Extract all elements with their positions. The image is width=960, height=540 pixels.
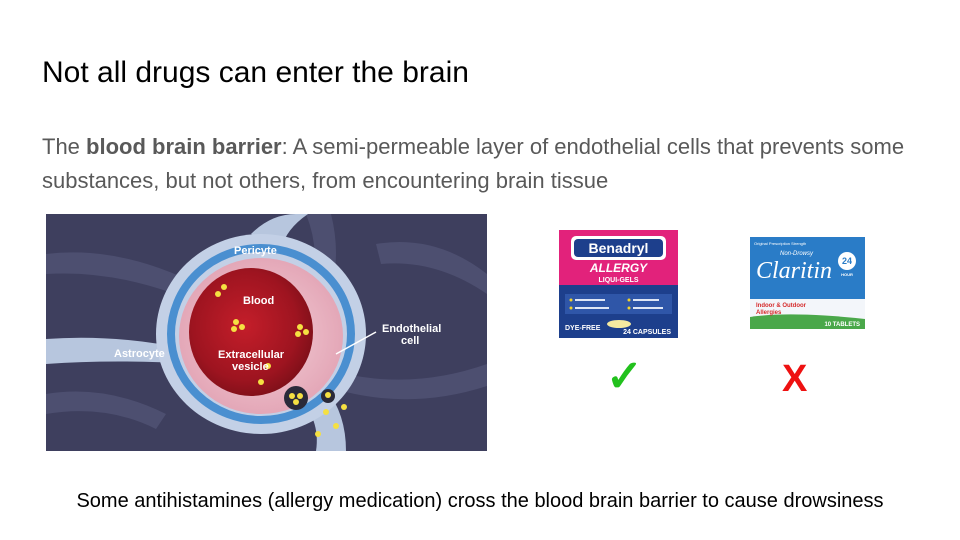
blood-brain-barrier-diagram: Pericyte Blood Astrocyte Extracellular v… <box>46 214 487 451</box>
description-term: blood brain barrier <box>86 134 282 159</box>
astrocyte-label: Astrocyte <box>114 348 165 360</box>
claritin-top: Original Prescription Strength <box>754 241 806 246</box>
pericyte-label: Pericyte <box>234 245 277 257</box>
slide-caption: Some antihistamines (allergy medication)… <box>76 490 884 512</box>
claritin-tagline: Indoor & Outdoor <box>756 303 807 309</box>
claritin-package-image: Original Prescription Strength Non-Drows… <box>750 237 865 329</box>
check-mark-icon: ✓ <box>606 352 643 401</box>
claritin-nondrowsy: Non-Drowsy <box>780 251 814 257</box>
blood-label: Blood <box>243 295 274 307</box>
slide-description: The blood brain barrier: A semi-permeabl… <box>42 130 932 198</box>
claritin-hour-label: HOUR <box>841 272 853 277</box>
vesicle-label-line1: Extracellular <box>218 349 285 361</box>
benadryl-brand: Benadryl <box>589 240 649 256</box>
claritin-count: 10 TABLETS <box>824 322 860 328</box>
benadryl-package-image: Benadryl ALLERGY LIQUI-GELS DYE-FREE 24 … <box>559 230 678 338</box>
benadryl-line: ALLERGY <box>589 261 648 275</box>
benadryl-sub: LIQUI-GELS <box>598 277 638 284</box>
endothelial-label-line2: cell <box>401 335 419 347</box>
vesicle-cluster <box>215 284 347 437</box>
benadryl-count: 24 CAPSULES <box>623 329 671 336</box>
benadryl-badge: DYE-FREE <box>565 325 601 332</box>
claritin-tagline2: Allergies <box>756 310 782 316</box>
slide-title: Not all drugs can enter the brain <box>42 56 469 89</box>
claritin-brand: Claritin <box>756 258 832 284</box>
endothelial-label-line1: Endothelial <box>382 323 441 335</box>
vesicle-label-line2: vesicle <box>232 361 269 373</box>
description-text: : A semi-permeable layer of endothelial … <box>42 134 905 193</box>
cross-mark-icon: X <box>782 358 808 400</box>
description-prefix: The <box>42 134 87 159</box>
claritin-hours: 24 <box>842 256 852 266</box>
